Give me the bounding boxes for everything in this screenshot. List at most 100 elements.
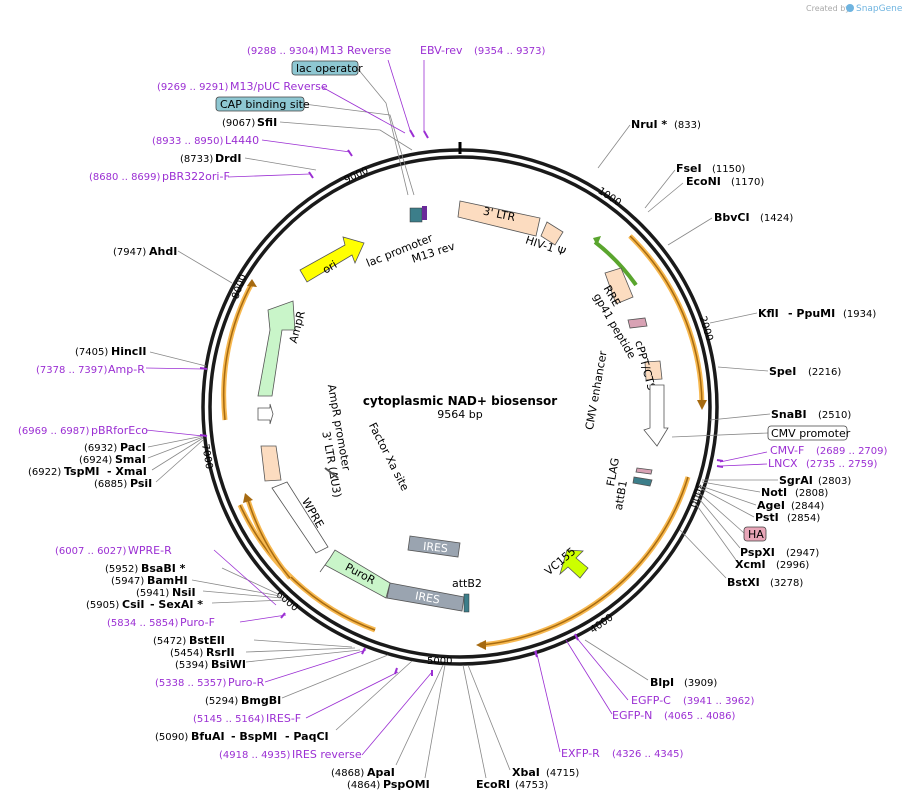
orf-arc-left-2-core (247, 499, 291, 579)
enzyme-psti: PstI (755, 511, 779, 524)
orf-arc-right-1-core (629, 235, 703, 406)
enzyme-paqci: - PaqCI (285, 730, 329, 743)
feature-label-ires-top: IRES (422, 540, 448, 556)
pleader-iresrev (361, 671, 433, 756)
enzyme-nrui-pos: (833) (674, 120, 701, 131)
feature-puror (319, 549, 391, 599)
leader-noti (701, 481, 761, 493)
primer-pbrforeco-range: (6969 .. 6987) (18, 426, 90, 437)
enzyme-sfii: SfiI (257, 116, 277, 129)
feature-ires-bottom (386, 582, 465, 612)
enzyme-pspxi: PspXI (740, 546, 775, 559)
leader-bsabi (221, 567, 279, 595)
pleader-egfpn (565, 639, 613, 715)
feature-flag (635, 467, 653, 475)
primer-purof-range: (5834 .. 5854) (107, 618, 179, 629)
leader-rsrii (245, 647, 356, 653)
primer-lncx: LNCX (768, 457, 798, 470)
cmv-promoter-label: CMV promoter (771, 427, 851, 440)
primer-egfpc: EGFP-C (631, 694, 671, 707)
enzyme-bsabi-pos: (5952) (105, 564, 138, 575)
enzyme-smai: SmaI (115, 453, 146, 466)
enzyme-bsiwi: BsiWI (211, 658, 246, 671)
plasmid-name: cytoplasmic NAD+ biosensor (363, 394, 557, 408)
enzyme-apai-pos: (4868) (331, 768, 364, 779)
primer-m13puc-range: (9269 .. 9291) (157, 82, 229, 93)
primer-pbr322: pBR322ori-F (162, 170, 230, 183)
pleader-pbr322 (227, 173, 311, 178)
leader-sfii (279, 121, 413, 151)
pleader-egfpc (575, 636, 629, 701)
leader-bmgbi (281, 654, 389, 699)
primer-pbr322-range: (8680 .. 8699) (89, 172, 161, 183)
leader-snabi (709, 413, 771, 421)
primer-puror-range: (5338 .. 5357) (155, 678, 227, 689)
tick-4000: 4000 (588, 612, 615, 636)
cap-site-label: CAP binding site (220, 98, 310, 111)
enzyme-hincii: HincII (111, 345, 147, 358)
leader-ahdi (177, 250, 233, 284)
enzyme-xbai: XbaI (512, 766, 540, 779)
enzyme-pspomi-pos: (4864) (347, 780, 380, 791)
enzyme-agei-pos: (2844) (791, 501, 824, 512)
enzyme-bamhi-pos: (5947) (111, 576, 144, 587)
primer-egfpn: EGFP-N (612, 709, 652, 722)
leader-cmv-box (671, 432, 769, 438)
snapgene-logo-icon (846, 4, 854, 12)
primer-wprer-range: (6007 .. 6027) (55, 546, 127, 557)
enzyme-spei-pos: (2216) (808, 367, 841, 378)
enzyme-rsrii: RsrII (206, 646, 235, 659)
pleader-pbrforeco (145, 429, 204, 437)
enzyme-rsrii-pos: (5454) (170, 648, 203, 659)
feature-label-attb2: attB2 (452, 577, 482, 590)
enzyme-snabi-pos: (2510) (818, 410, 851, 421)
primer-exfpr-range: (4326 .. 4345) (612, 749, 684, 760)
pleader-lncx (719, 463, 768, 467)
enzyme-econi: EcoNI (686, 175, 721, 188)
feature-wpre (271, 481, 329, 554)
feature-ori (299, 236, 365, 283)
enzyme-pspxi-pos: (2947) (786, 548, 819, 559)
enzyme-tspmi-pos: (6922) (28, 467, 61, 478)
leader-bsteii (253, 639, 353, 648)
primer-ampr: Amp-R (108, 363, 145, 376)
leader-bstxi (679, 529, 727, 579)
primer-m13reverse-range: (9288 .. 9304) (247, 46, 319, 57)
enzyme-csii-pos: (5905) (86, 600, 119, 611)
feature-3ltr-du3 (260, 445, 282, 482)
enzyme-tspmi: TspMI (64, 465, 100, 478)
enzyme-bsabi: BsaBI * (141, 562, 186, 575)
leader-bbvci (667, 217, 713, 246)
ha-box (743, 526, 767, 542)
leader-tspmi (151, 437, 204, 471)
pleader-ampr (145, 367, 204, 370)
feature-label-attb1: attB1 (612, 479, 630, 511)
feature-attb2-mark (463, 593, 470, 613)
enzyme-xcmi: XcmI (735, 558, 766, 571)
enzyme-psii-pos: (6885) (94, 479, 127, 490)
pleader-m13rev (387, 59, 411, 131)
enzyme-paci-pos: (6932) (84, 443, 117, 454)
feature-3ltr (457, 200, 541, 237)
feature-cmv-enhancer (643, 384, 669, 447)
feature-vc155 (559, 549, 589, 579)
enzyme-nsii-pos: (5941) (136, 588, 169, 599)
pleader-purof (239, 614, 287, 623)
feature-factor-xa (324, 467, 339, 479)
enzyme-bfuai-pos: (5090) (155, 732, 188, 743)
primer-egfpc-range: (3941 .. 3962) (683, 696, 755, 707)
primer-cmvf: CMV-F (770, 444, 804, 457)
enzyme-ecori-pos: (4753) (515, 780, 548, 791)
orf-arc-left-3-core (222, 282, 253, 421)
leader-drdi (244, 157, 317, 171)
enzyme-bstxi: BstXI (727, 576, 760, 589)
primer-pbrforeco: pBRforEco (91, 424, 148, 437)
enzyme-psti-pos: (2854) (787, 513, 820, 524)
feature-lac-promoter (409, 207, 423, 223)
enzyme-sgrai: SgrAI (779, 474, 813, 487)
primer-l4440: L4440 (225, 134, 259, 147)
leader-agei (700, 485, 757, 506)
feature-label-ires-bottom: IRES (414, 589, 441, 606)
leader-kfli (709, 312, 758, 324)
